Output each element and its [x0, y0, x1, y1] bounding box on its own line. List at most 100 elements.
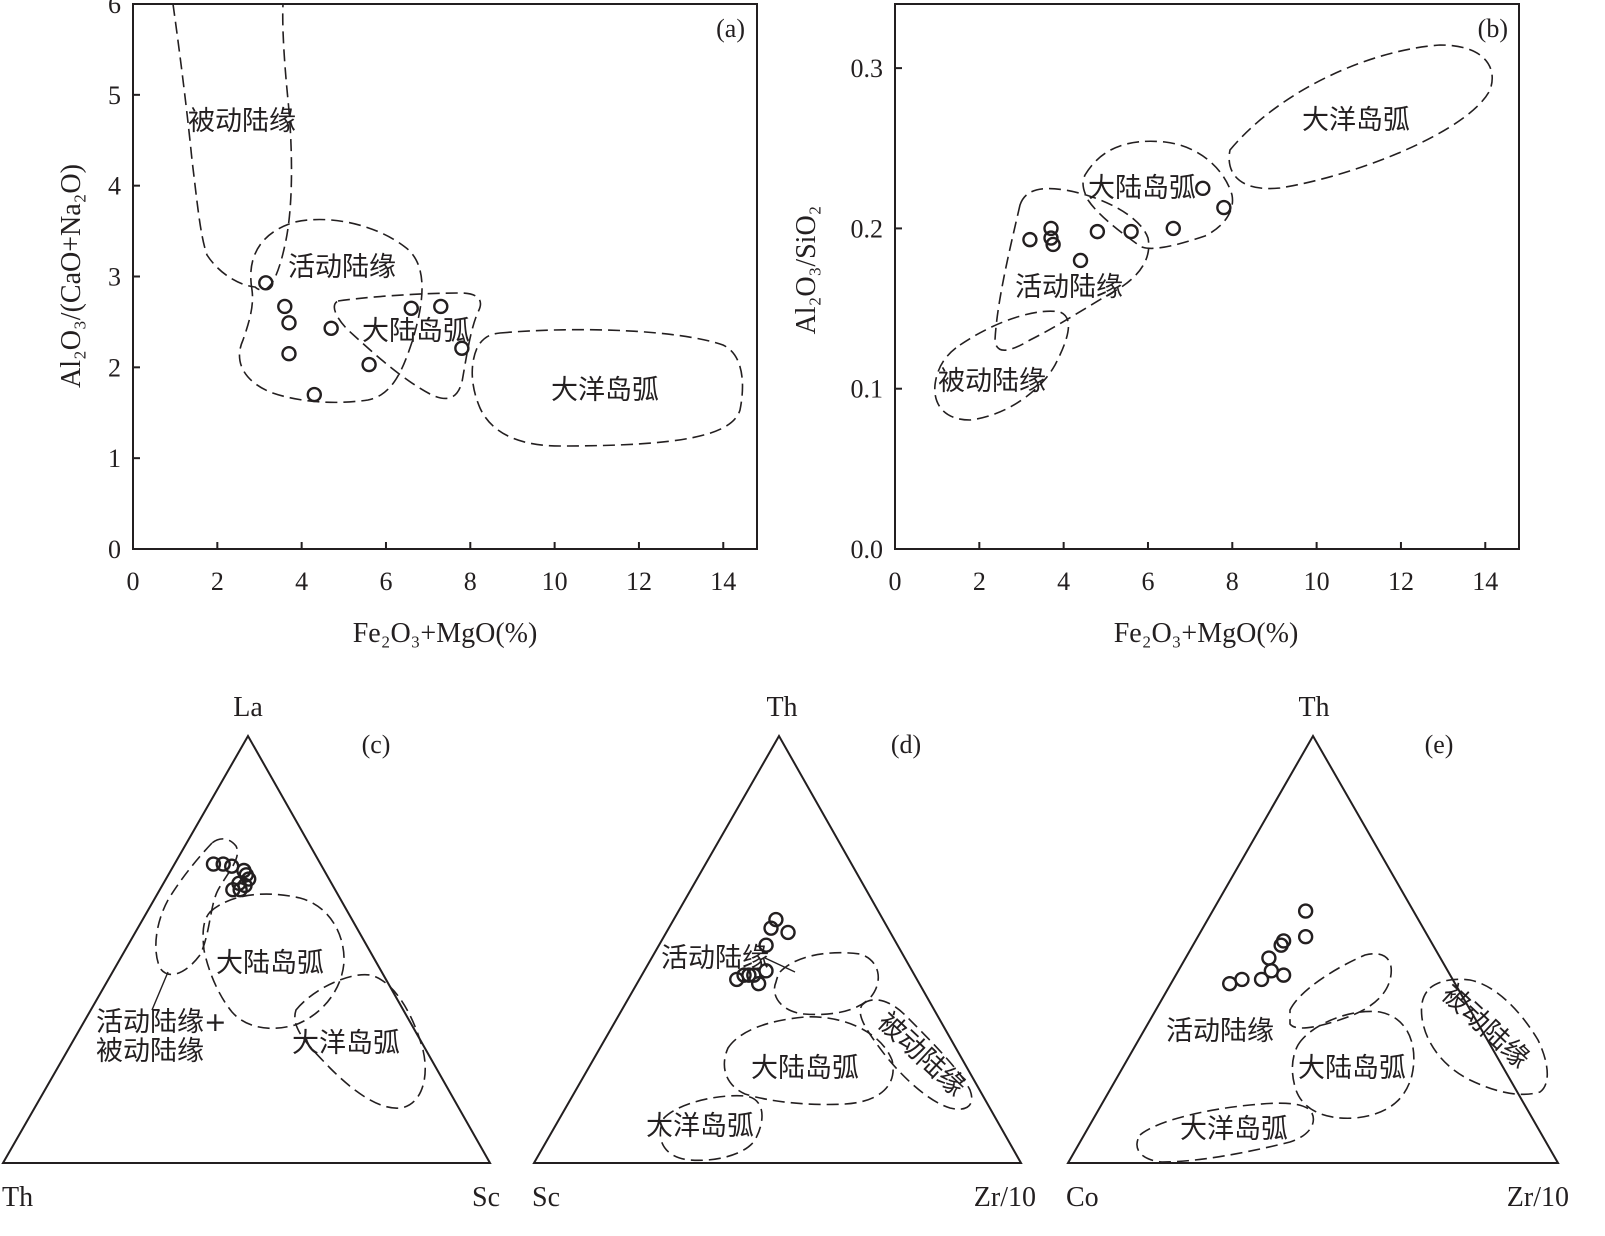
field-boundaries-a	[172, 3, 744, 447]
field-boundaries-c	[155, 838, 427, 1109]
x-tick-label-a: 12	[626, 567, 652, 596]
field-boundaries-b	[934, 44, 1493, 421]
x-tick-label-b: 10	[1304, 567, 1330, 596]
ternary-frame-e	[1066, 733, 1560, 1164]
apex-label-right-c: Sc	[472, 1182, 500, 1213]
data-point-b	[1195, 180, 1211, 197]
x-tick-label-a: 8	[464, 567, 477, 596]
y-tick-label-b: 0.1	[851, 375, 884, 404]
data-point-b	[1072, 252, 1089, 269]
x-tick-label-a: 10	[542, 567, 568, 596]
panel-label-b: (b)	[1478, 14, 1508, 43]
data-point-a	[403, 300, 419, 316]
apex-label-left-d: Sc	[532, 1182, 560, 1213]
field-label-oceanic-arc-d: 大洋岛弧	[646, 1111, 754, 1142]
y-tick-label-a: 2	[108, 353, 121, 382]
x-tick-label-b: 14	[1472, 567, 1498, 596]
field-active-margin-a	[238, 218, 423, 404]
panel-c: La Th Sc (c) 大陆岛弧 大洋岛弧 活动陆缘+ 被动陆缘	[1, 692, 500, 1213]
panel-e: Th Co Zr/10 (e) 活动陆缘 被动陆缘 大陆岛弧 大洋岛弧	[1066, 692, 1569, 1213]
data-point-e	[1253, 971, 1270, 988]
apex-label-top-e: Th	[1298, 692, 1329, 723]
field-label-passive-margin-b: 被动陆缘	[938, 366, 1046, 397]
field-oceanic-arc-c	[294, 973, 427, 1109]
apex-label-left-e: Co	[1066, 1182, 1099, 1213]
field-label-active-passive-2-c: 被动陆缘	[96, 1036, 204, 1067]
data-points-c	[205, 856, 257, 898]
x-tick-label-b: 4	[1057, 567, 1070, 596]
field-passive-margin-b	[934, 310, 1070, 421]
field-label-oceanic-arc-e: 大洋岛弧	[1180, 1114, 1288, 1145]
field-passive-margin-a	[172, 3, 293, 291]
data-points-b	[1022, 180, 1232, 269]
field-label-active-margin-a: 活动陆缘	[288, 252, 396, 283]
field-continental-arc-b	[1082, 140, 1234, 250]
data-point-e	[1234, 971, 1250, 988]
field-active-margin-b	[994, 187, 1150, 351]
apex-label-right-d: Zr/10	[974, 1182, 1036, 1213]
field-label-oceanic-arc-a: 大洋岛弧	[551, 375, 659, 406]
apex-label-top-d: Th	[766, 692, 797, 723]
data-point-b	[1043, 230, 1059, 246]
field-active-passive-margin-c	[155, 838, 239, 976]
data-points-e	[1221, 903, 1314, 992]
y-tick-label-a: 5	[108, 81, 121, 110]
y-axis-label-a: Al₂O₃/(CaO+Na₂O)	[56, 164, 87, 388]
field-label-continental-arc-e: 大陆岛弧	[1298, 1053, 1406, 1084]
data-point-b	[1165, 220, 1181, 237]
x-axis-label-a: Fe₂O₃+MgO(%)	[353, 618, 538, 649]
data-point-b	[1216, 199, 1232, 216]
field-pointer-d	[764, 957, 796, 973]
x-tick-label-a: 0	[127, 567, 140, 596]
data-point-b	[1089, 223, 1106, 240]
y-tick-label-b: 0.3	[851, 54, 884, 83]
ternary-frame-c	[1, 733, 492, 1164]
data-point-c	[215, 856, 231, 872]
field-continental-arc-e	[1291, 1010, 1415, 1120]
panel-label-d: (d)	[891, 730, 921, 759]
data-point-b	[1045, 236, 1061, 253]
data-point-d	[758, 937, 774, 953]
field-label-active-margin-b: 活动陆缘	[1015, 272, 1123, 303]
field-label-active-margin-e: 活动陆缘	[1166, 1016, 1274, 1047]
data-point-b	[1022, 231, 1038, 248]
x-tick-label-b: 2	[973, 567, 986, 596]
data-point-d	[746, 967, 762, 983]
data-point-a	[454, 340, 470, 356]
data-point-a	[361, 356, 377, 373]
data-point-a	[323, 320, 339, 336]
field-label-active-passive-1-c: 活动陆缘+	[96, 1007, 227, 1038]
apex-label-right-e: Zr/10	[1507, 1182, 1569, 1213]
field-continental-arc-c	[202, 893, 345, 1030]
panel-label-e: (e)	[1425, 730, 1454, 759]
field-pointer-c	[151, 971, 169, 1011]
data-point-a	[306, 386, 322, 403]
field-continental-arc-a	[333, 292, 482, 400]
field-label-continental-arc-a: 大陆岛弧	[362, 316, 470, 347]
data-point-c	[232, 882, 248, 898]
panel-label-c: (c)	[362, 730, 391, 759]
field-active-margin-d	[773, 951, 879, 1016]
y-axis-label-b: Al₂O₃/SiO₂	[791, 206, 822, 335]
field-label-continental-arc-b: 大陆岛弧	[1088, 173, 1196, 204]
field-continental-arc-d	[723, 1016, 894, 1106]
data-point-d	[780, 924, 796, 941]
field-passive-margin-e	[1420, 978, 1549, 1096]
apex-label-top-c: La	[233, 692, 263, 723]
field-label-passive-margin-e: 被动陆缘	[1435, 978, 1535, 1074]
x-tick-label-a: 6	[379, 567, 392, 596]
x-tick-label-b: 8	[1226, 567, 1239, 596]
y-tick-label-a: 6	[108, 0, 121, 19]
field-label-oceanic-arc-c: 大洋岛弧	[292, 1028, 400, 1059]
data-point-d	[729, 971, 745, 988]
data-point-b	[1043, 220, 1059, 237]
data-point-e	[1297, 903, 1314, 919]
field-label-continental-arc-c: 大陆岛弧	[216, 948, 324, 979]
field-label-oceanic-arc-b: 大洋岛弧	[1302, 105, 1410, 136]
data-point-a	[433, 298, 449, 315]
plot-frame-b	[894, 3, 1520, 550]
field-oceanic-arc-a	[471, 328, 744, 447]
